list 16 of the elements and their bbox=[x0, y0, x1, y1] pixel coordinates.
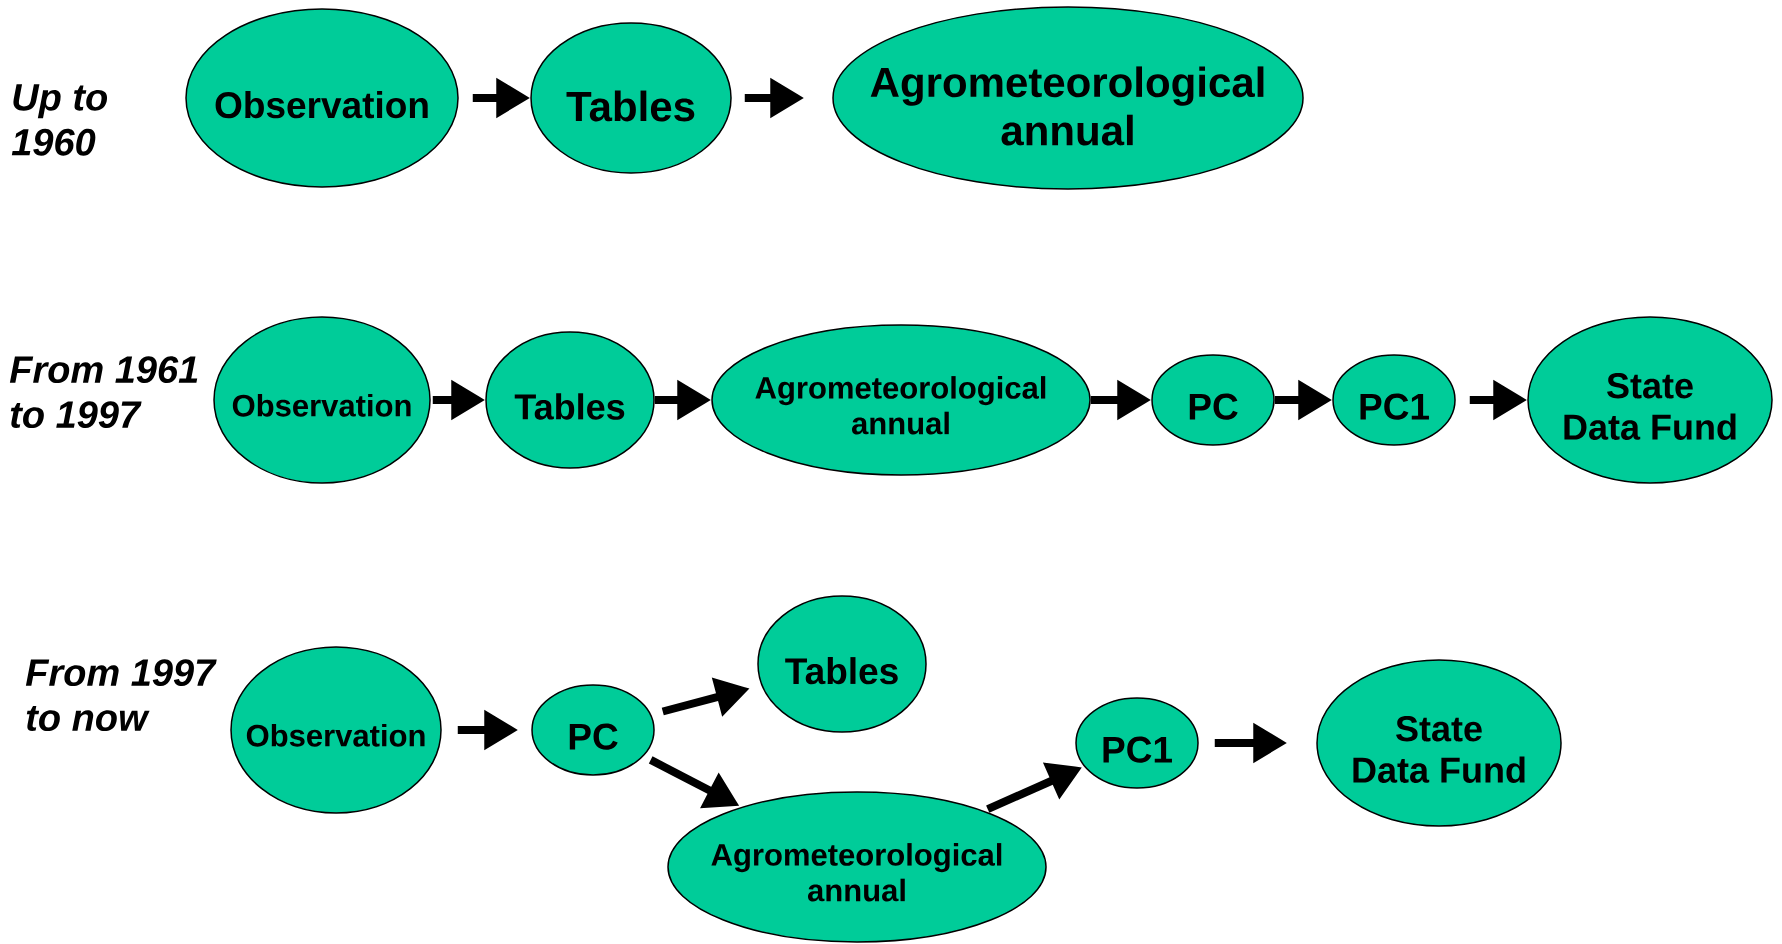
ellipse-node: PC bbox=[531, 684, 655, 776]
ellipse-node: PC bbox=[1151, 354, 1275, 446]
ellipse-node: Tables bbox=[485, 331, 655, 469]
ellipse-node: Observation bbox=[213, 316, 431, 484]
ellipse-node: Agrometeorological annual bbox=[832, 6, 1304, 190]
ellipse-node: Agrometeorological annual bbox=[667, 791, 1047, 943]
ellipse-node: PC1 bbox=[1332, 354, 1456, 446]
ellipse-node: State Data Fund bbox=[1527, 316, 1773, 484]
ellipse-node: Tables bbox=[757, 595, 927, 733]
ellipse-node: Agrometeorological annual bbox=[711, 324, 1091, 476]
ellipse-node: State Data Fund bbox=[1316, 659, 1562, 827]
period-label: Up to 1960 bbox=[11, 84, 108, 156]
ellipse-node: Tables bbox=[530, 22, 732, 174]
ellipse-node: PC1 bbox=[1075, 697, 1199, 789]
ellipse-node: Observation bbox=[230, 646, 442, 814]
ellipse-node: Observation bbox=[185, 8, 459, 188]
